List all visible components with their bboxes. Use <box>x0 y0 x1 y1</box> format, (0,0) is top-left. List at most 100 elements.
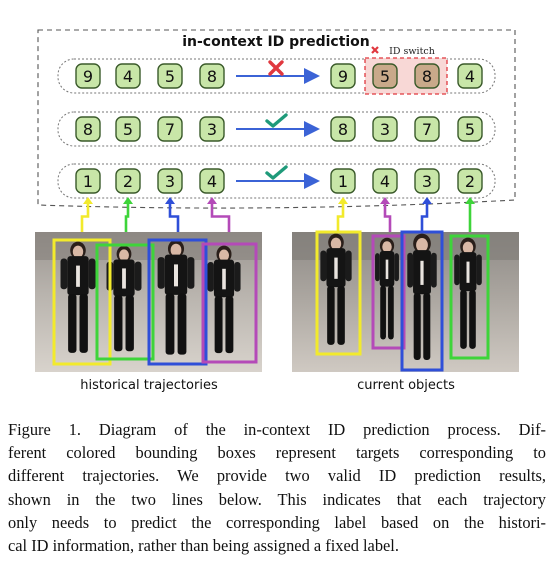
prediction-row: 8 5 7 3 8 3 7 5 <box>57 111 496 147</box>
dancer-figure <box>106 245 142 352</box>
purple-box-history <box>201 242 258 364</box>
dancer-figure <box>60 241 96 353</box>
id-token: 8 <box>75 116 101 142</box>
id-switch-label: ID switch <box>389 46 435 57</box>
id-token-label: 3 <box>207 120 217 139</box>
id-token-label: 4 <box>380 172 390 191</box>
id-token-label: 5 <box>380 67 390 86</box>
connector-line <box>420 202 429 232</box>
caption-line: Figure 1. Diagram of the in-context ID p… <box>8 420 546 439</box>
id-token: 7 <box>414 116 440 142</box>
id-token-label: 3 <box>422 172 432 191</box>
caption-line: shown in the two lines below. This indic… <box>8 489 546 509</box>
id-token: 5 <box>115 116 141 142</box>
id-token: 5 <box>372 63 398 89</box>
connector-line <box>80 202 90 232</box>
connector-arrowhead <box>422 197 432 204</box>
right-panel-label: current objects <box>357 378 455 393</box>
id-token: 1 <box>75 168 101 194</box>
caption-line: only needs to predict the corresponding … <box>8 512 546 532</box>
caption-line: different trajectories. We provide two v… <box>8 466 546 486</box>
caption-line: cal ID information, rather than being as… <box>8 536 399 556</box>
id-token: 3 <box>414 168 440 194</box>
connector-arrowhead <box>83 197 93 204</box>
dancer-figure <box>157 239 195 355</box>
connector-line <box>336 202 345 232</box>
id-token-label: 2 <box>465 172 475 191</box>
blue-box-history <box>147 238 208 366</box>
diagram-title: in-context ID prediction <box>182 34 370 50</box>
id-token-label: 7 <box>165 120 175 139</box>
prediction-rows: ID switch 9 4 5 8 9 5 8 4 8 5 7 3 8 3 7 5 1 2 3 4 1 4 3 2 <box>57 46 496 199</box>
id-token-label: 5 <box>123 120 133 139</box>
green-box-current <box>449 234 490 360</box>
connector-arrowhead <box>465 197 475 204</box>
connector-arrowhead <box>207 197 217 204</box>
outer-dashed-frame <box>37 29 516 209</box>
id-token: 2 <box>457 168 483 194</box>
id-token: 3 <box>157 168 183 194</box>
connector-arrowhead <box>123 197 133 204</box>
figure-caption: Figure 1. Diagram of the in-context ID p… <box>8 418 546 557</box>
id-token-label: 4 <box>465 67 475 86</box>
dancer-figure <box>375 237 399 340</box>
connector-line <box>383 202 392 232</box>
connector-line <box>210 202 231 232</box>
id-token: 4 <box>115 63 141 89</box>
id-token-label: 3 <box>380 120 390 139</box>
caption-line: ferent colored bounding boxes represent … <box>8 443 546 463</box>
id-token-label: 8 <box>83 120 93 139</box>
id-token-label: 8 <box>422 67 432 86</box>
prediction-row: ID switch 9 4 5 8 9 5 8 4 <box>57 46 496 95</box>
id-token: 9 <box>75 63 101 89</box>
id-token-label: 3 <box>165 172 175 191</box>
id-token: 2 <box>115 168 141 194</box>
id-switch-x-icon <box>371 46 379 54</box>
id-token: 8 <box>414 63 440 89</box>
wrong-x-icon <box>268 60 284 76</box>
dancer-figure <box>454 237 482 349</box>
correct-check-icon <box>265 113 288 128</box>
id-token: 5 <box>457 116 483 142</box>
id-token: 9 <box>330 63 356 89</box>
id-token: 4 <box>372 168 398 194</box>
id-token: 4 <box>457 63 483 89</box>
connector-line <box>168 202 180 232</box>
id-token-label: 5 <box>165 67 175 86</box>
connector-arrows <box>80 197 475 232</box>
id-token-label: 8 <box>207 67 217 86</box>
id-token: 3 <box>199 116 225 142</box>
id-token-label: 2 <box>123 172 133 191</box>
id-token: 8 <box>330 116 356 142</box>
id-token: 8 <box>199 63 225 89</box>
id-prediction-diagram: in-context ID prediction ID switch 9 4 5 8 9 5… <box>35 29 519 393</box>
prediction-row: 1 2 3 4 1 4 3 2 <box>57 163 496 199</box>
id-token: 1 <box>330 168 356 194</box>
id-token-label: 8 <box>338 120 348 139</box>
connector-arrowhead <box>338 197 348 204</box>
connector-line <box>124 202 130 232</box>
id-token: 4 <box>199 168 225 194</box>
id-token: 5 <box>157 63 183 89</box>
id-token-label: 4 <box>207 172 217 191</box>
green-box-history <box>95 243 155 361</box>
id-token-label: 4 <box>123 67 133 86</box>
dancer-figure <box>207 245 241 354</box>
id-token-label: 5 <box>465 120 475 139</box>
id-token-label: 1 <box>83 172 93 191</box>
purple-box-current <box>371 234 406 350</box>
dancer-figure <box>320 233 352 345</box>
id-token-label: 1 <box>338 172 348 191</box>
id-token: 7 <box>157 116 183 142</box>
connector-arrowhead <box>165 197 175 204</box>
dancer-figure <box>407 233 437 360</box>
yellow-box-history <box>52 238 112 366</box>
id-token-label: 9 <box>83 67 93 86</box>
correct-check-icon <box>265 165 288 180</box>
id-token: 3 <box>372 116 398 142</box>
left-panel-label: historical trajectories <box>80 378 218 393</box>
id-token-label: 9 <box>338 67 348 86</box>
id-token-label: 7 <box>422 120 432 139</box>
historical-trajectories-panel <box>35 232 262 372</box>
current-objects-panel <box>292 230 519 372</box>
